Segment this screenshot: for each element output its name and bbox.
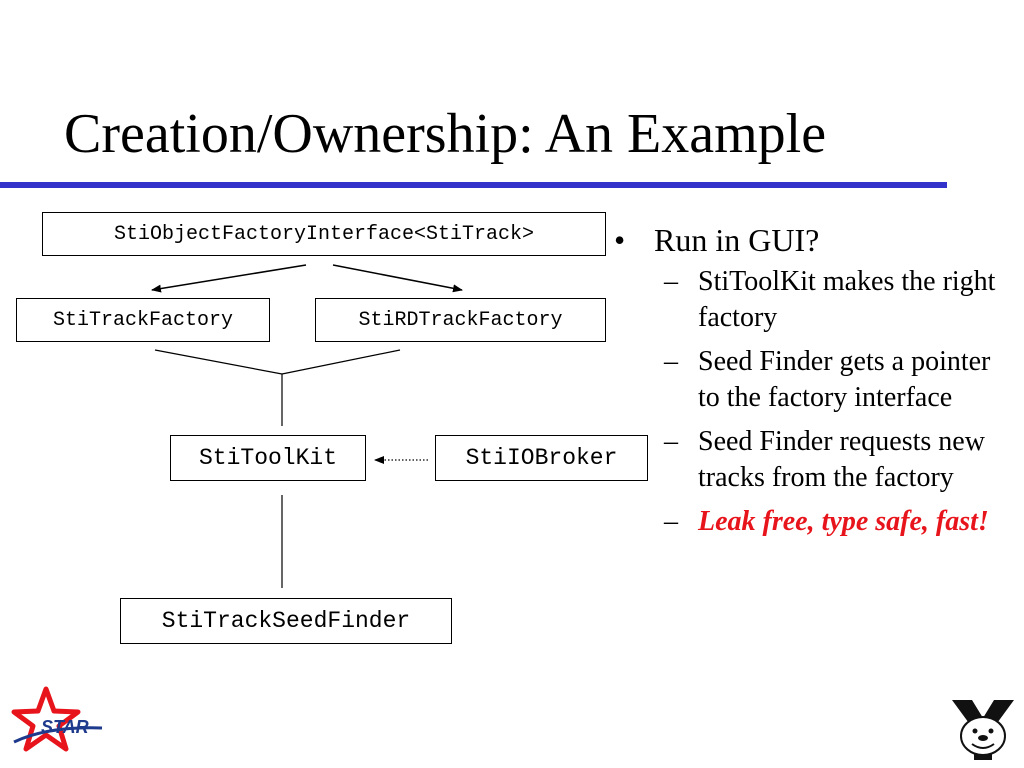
sub-bullet-text: Leak free, type safe, fast! — [698, 506, 989, 537]
node-io-broker: StiIOBroker — [435, 435, 648, 481]
node-track-factory: StiTrackFactory — [16, 298, 270, 342]
yale-bulldog-logo — [952, 700, 1014, 760]
main-bullet-text: Run in GUI? — [654, 222, 820, 258]
star-logo-text: STAR — [41, 717, 89, 737]
slide-title: Creation/Ownership: An Example — [64, 103, 827, 165]
sub-bullet-text: StiToolKit makes the right factory — [698, 266, 996, 333]
star-swoosh — [13, 726, 103, 744]
bulldog-nose — [978, 735, 988, 741]
dash-marker: – — [664, 346, 678, 377]
edge-interface-to-trackfactory — [151, 264, 307, 293]
node-rd-track-factory: StiRDTrackFactory — [315, 298, 606, 342]
main-bullet: • Run in GUI? — [614, 220, 1019, 260]
node-factory-interface: StiObjectFactoryInterface<StiTrack> — [42, 212, 606, 256]
sub-bullet: – Seed Finder requests new tracks from t… — [664, 424, 1019, 496]
star-shape — [11, 686, 81, 752]
bullet-list: • Run in GUI? – StiToolKit makes the rig… — [614, 220, 1019, 548]
sub-bullet: – Seed Finder gets a pointer to the fact… — [664, 344, 1019, 416]
sub-bullet-text: Seed Finder gets a pointer to the factor… — [698, 346, 991, 413]
sub-bullet-list: – StiToolKit makes the right factory – S… — [664, 264, 1019, 540]
sub-bullet: – StiToolKit makes the right factory — [664, 264, 1019, 336]
sub-bullet-text: Seed Finder requests new tracks from the… — [698, 426, 985, 493]
dash-marker: – — [664, 506, 678, 537]
star-logo: STAR — [11, 686, 103, 752]
edge-trackfactory-to-junction — [154, 349, 283, 375]
title-rule — [0, 182, 947, 188]
bullet-dot: • — [614, 222, 626, 258]
sub-bullet-emphasis: – Leak free, type safe, fast! — [664, 504, 1019, 540]
dash-marker: – — [664, 426, 678, 457]
bulldog-eye — [972, 728, 978, 734]
bulldog-eye — [988, 728, 994, 734]
edge-rdtrackfactory-to-junction — [281, 349, 401, 375]
bulldog-mouth — [971, 743, 995, 749]
node-seed-finder: StiTrackSeedFinder — [120, 598, 452, 644]
dash-marker: – — [664, 266, 678, 297]
node-toolkit: StiToolKit — [170, 435, 366, 481]
edge-interface-to-rdtrackfactory — [332, 264, 463, 293]
